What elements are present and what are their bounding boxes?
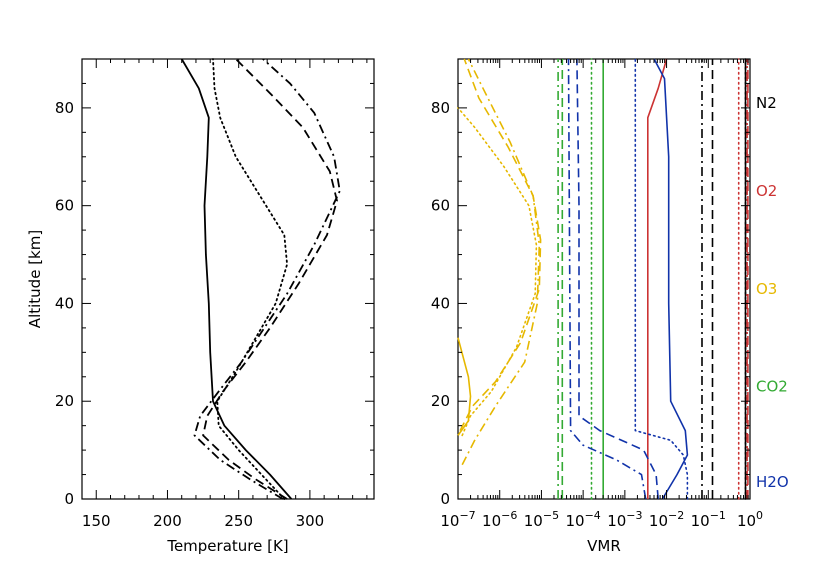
temperature-series-group bbox=[180, 58, 341, 500]
o3-dashdot-line bbox=[461, 58, 541, 466]
vmr-x-axis-title: VMR bbox=[587, 537, 621, 555]
species-label-n2: N2 bbox=[756, 94, 777, 112]
o3-dashed-line bbox=[459, 58, 542, 431]
x-tick-label: 250 bbox=[224, 512, 253, 530]
y-tick-label: 60 bbox=[431, 197, 450, 215]
o2-solid-line bbox=[646, 58, 668, 499]
temperature-solid-line bbox=[180, 58, 293, 500]
vmr-series-group bbox=[457, 58, 749, 500]
altitude-y-axis-title: Altitude [km] bbox=[26, 230, 44, 328]
x-tick-label: 10−3 bbox=[607, 509, 642, 530]
o3-dotted-line bbox=[457, 107, 538, 437]
species-label-o2: O2 bbox=[756, 182, 777, 200]
x-tick-label: 150 bbox=[82, 512, 111, 530]
y-tick-label: 40 bbox=[55, 294, 74, 312]
species-label-o3: O3 bbox=[756, 280, 777, 298]
panel-temperature: 0 20 40 60 80 150 200 250 300 Temperature [K] Al… bbox=[26, 58, 375, 555]
x-tick-label: 100 bbox=[737, 509, 763, 530]
x-tick-label: 300 bbox=[296, 512, 325, 530]
y-tick-label: 80 bbox=[55, 99, 74, 117]
y-tick-label: 40 bbox=[431, 294, 450, 312]
species-label-co2: CO2 bbox=[756, 378, 788, 396]
temperature-dashed-line bbox=[202, 58, 338, 500]
temperature-ticks: 0 20 40 60 80 150 200 250 300 bbox=[55, 58, 374, 530]
x-tick-label: 10−1 bbox=[691, 509, 726, 530]
x-tick-label: 10−5 bbox=[524, 509, 559, 530]
x-tick-label: 10−6 bbox=[482, 509, 517, 530]
temperature-dashdot-line bbox=[193, 58, 341, 500]
o3-solid-line bbox=[457, 337, 472, 436]
y-tick-label: 0 bbox=[64, 490, 74, 508]
temperature-x-axis-title: Temperature [K] bbox=[166, 537, 288, 555]
x-tick-label: 200 bbox=[153, 512, 182, 530]
y-tick-label: 60 bbox=[55, 197, 74, 215]
species-label-h2o: H2O bbox=[756, 473, 789, 491]
y-tick-label: 80 bbox=[431, 99, 450, 117]
panel-temperature-frame bbox=[81, 58, 375, 500]
h2o-dashdot-line bbox=[567, 58, 647, 500]
y-tick-label: 20 bbox=[55, 392, 74, 410]
h2o-dashed-line bbox=[576, 58, 659, 500]
h2o-solid-line bbox=[653, 58, 689, 500]
h2o-dotted-line bbox=[634, 58, 689, 500]
panel-vmr: 0 20 40 60 80 10−7 10−6 10−5 10−4 10−3 10−2 10−1 100… bbox=[431, 58, 789, 555]
y-tick-label: 20 bbox=[431, 392, 450, 410]
x-tick-label: 10−2 bbox=[649, 509, 684, 530]
x-tick-label: 10−4 bbox=[565, 509, 600, 530]
temperature-dotted-line bbox=[212, 58, 289, 500]
x-tick-label: 10−7 bbox=[440, 509, 475, 530]
vmr-ticks: 0 20 40 60 80 10−7 10−6 10−5 10−4 10−3 10−2 10−1 100 bbox=[431, 58, 763, 530]
y-tick-label: 0 bbox=[440, 490, 450, 508]
